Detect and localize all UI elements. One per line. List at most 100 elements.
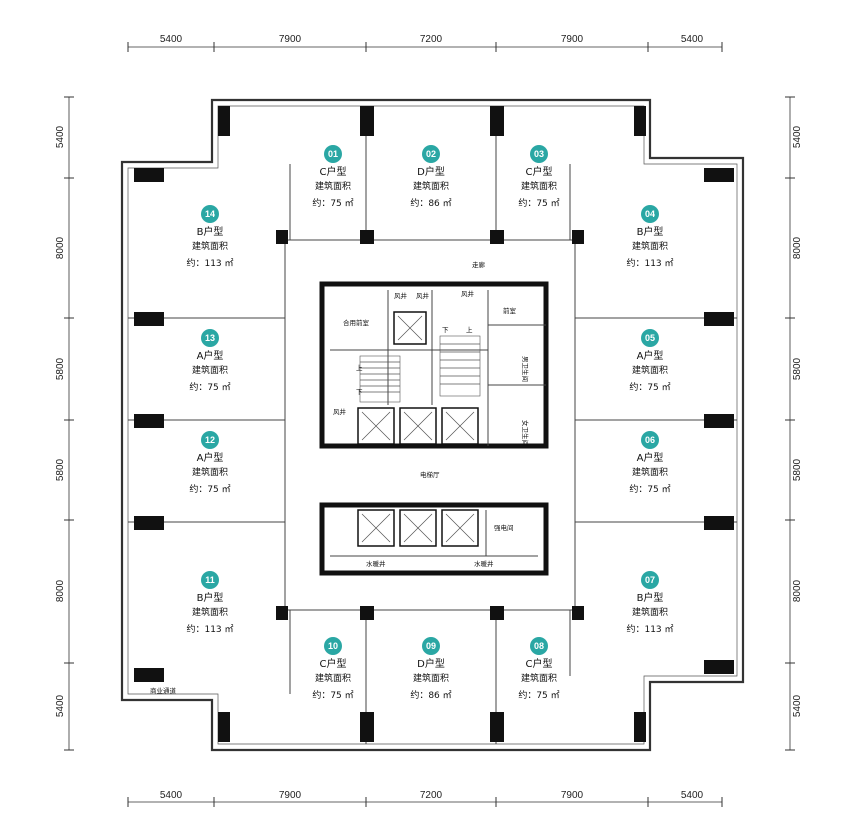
unit-number: 13 [205,333,215,343]
dim-left-5: 8000 [55,579,66,602]
stair-down-label-2: 下 [356,388,363,396]
dim-left-2: 8000 [55,236,66,259]
unit-number: 05 [645,333,655,343]
power-room-label: 强电间 [494,523,514,532]
air-shaft-label-3: 风井 [461,289,475,298]
unit-area-value: 约：75 ㎡ [629,483,670,495]
unit-number-badge [641,571,659,589]
structural-columns [134,106,734,742]
unit-type: C户型 [526,657,553,670]
unit-area-label: 建筑面积 [192,466,228,478]
unit-number: 03 [534,149,544,159]
building-outline [120,98,745,752]
air-shaft-label-2: 风井 [416,291,430,300]
bottom-dimension-line: 5400 7900 7200 7900 5400 [127,790,723,807]
unit-number-badge [641,431,659,449]
dim-top-5: 5400 [681,34,704,45]
shared-anteroom-label: 合用前室 [343,318,370,327]
unit-type: B户型 [637,591,664,604]
dim-left-3: 5800 [55,357,66,380]
unit-area-value: 约：113 ㎡ [186,257,233,269]
dim-left-4: 5800 [55,458,66,481]
unit-number-badge [201,431,219,449]
unit-area-value: 约：113 ㎡ [186,623,233,635]
corridor-label: 走廊 [472,260,486,269]
stair [359,335,481,403]
unit-number: 02 [426,149,436,159]
unit-type: C户型 [320,165,347,178]
dim-right-2: 8000 [792,236,803,259]
unit-number-badge [201,329,219,347]
unit-area-value: 约：75 ㎡ [189,381,230,393]
unit-number: 06 [645,435,655,445]
unit-area-label: 建筑面积 [632,240,668,252]
unit-area-label: 建筑面积 [521,180,557,192]
unit-area-value: 约：75 ㎡ [189,483,230,495]
unit-area-value: 约：113 ㎡ [626,623,673,635]
dim-top-3: 7200 [420,34,443,45]
anteroom-label: 前室 [503,306,517,315]
unit-number-badge [641,329,659,347]
unit-number: 08 [534,641,544,651]
unit-number: 07 [645,575,655,585]
unit-area-label: 建筑面积 [192,364,228,376]
unit-number-badge [530,145,548,163]
dim-bottom-5: 5400 [681,790,704,801]
unit-area-value: 约：75 ㎡ [629,381,670,393]
unit-type: D户型 [417,165,445,178]
unit-area-value: 约：86 ㎡ [410,689,451,701]
unit-number: 14 [205,209,215,219]
unit-type: A户型 [637,349,664,362]
unit-number-badge [530,637,548,655]
unit-area-label: 建筑面积 [315,180,351,192]
commercial-channel-label: 商业通道 [150,686,177,695]
unit-area-label: 建筑面积 [413,672,449,684]
dim-bottom-2: 7900 [279,790,302,801]
unit-area-label: 建筑面积 [521,672,557,684]
dim-right-3: 5800 [792,357,803,380]
dim-top-1: 5400 [160,34,183,45]
right-dimension-line: 5400 8000 5800 5800 8000 5400 [785,96,803,751]
unit-number: 10 [328,641,338,651]
unit-number-badge [324,637,342,655]
dim-bottom-1: 5400 [160,790,183,801]
left-dimension-line: 5400 8000 5800 5800 8000 5400 [55,96,74,751]
female-wc-label: 女卫生间 [521,420,530,446]
unit-type: B户型 [197,225,224,238]
dim-bottom-3: 7200 [420,790,443,801]
unit-number: 11 [205,575,215,585]
unit-number-badge [641,205,659,223]
unit-type: D户型 [417,657,445,670]
unit-number: 09 [426,641,436,651]
unit-area-value: 约：86 ㎡ [410,197,451,209]
top-dimension-line: 5400 7900 7200 7900 5400 [127,34,723,52]
unit-area-label: 建筑面积 [632,364,668,376]
unit-number-badge [201,205,219,223]
unit-number-badge [324,145,342,163]
dim-right-5: 8000 [792,579,803,602]
unit-number-badge [201,571,219,589]
unit-area-value: 约：75 ㎡ [312,689,353,701]
stair-up-label-2: 上 [356,363,363,372]
stair-down-label-1: 下 [442,326,449,334]
unit-area-value: 约：75 ㎡ [518,197,559,209]
unit-type: B户型 [637,225,664,238]
unit-area-label: 建筑面积 [632,466,668,478]
dim-left-1: 5400 [55,125,66,148]
unit-area-value: 约：75 ㎡ [518,689,559,701]
dim-right-1: 5400 [792,125,803,148]
dim-right-6: 5400 [792,694,803,717]
unit-type: A户型 [637,451,664,464]
